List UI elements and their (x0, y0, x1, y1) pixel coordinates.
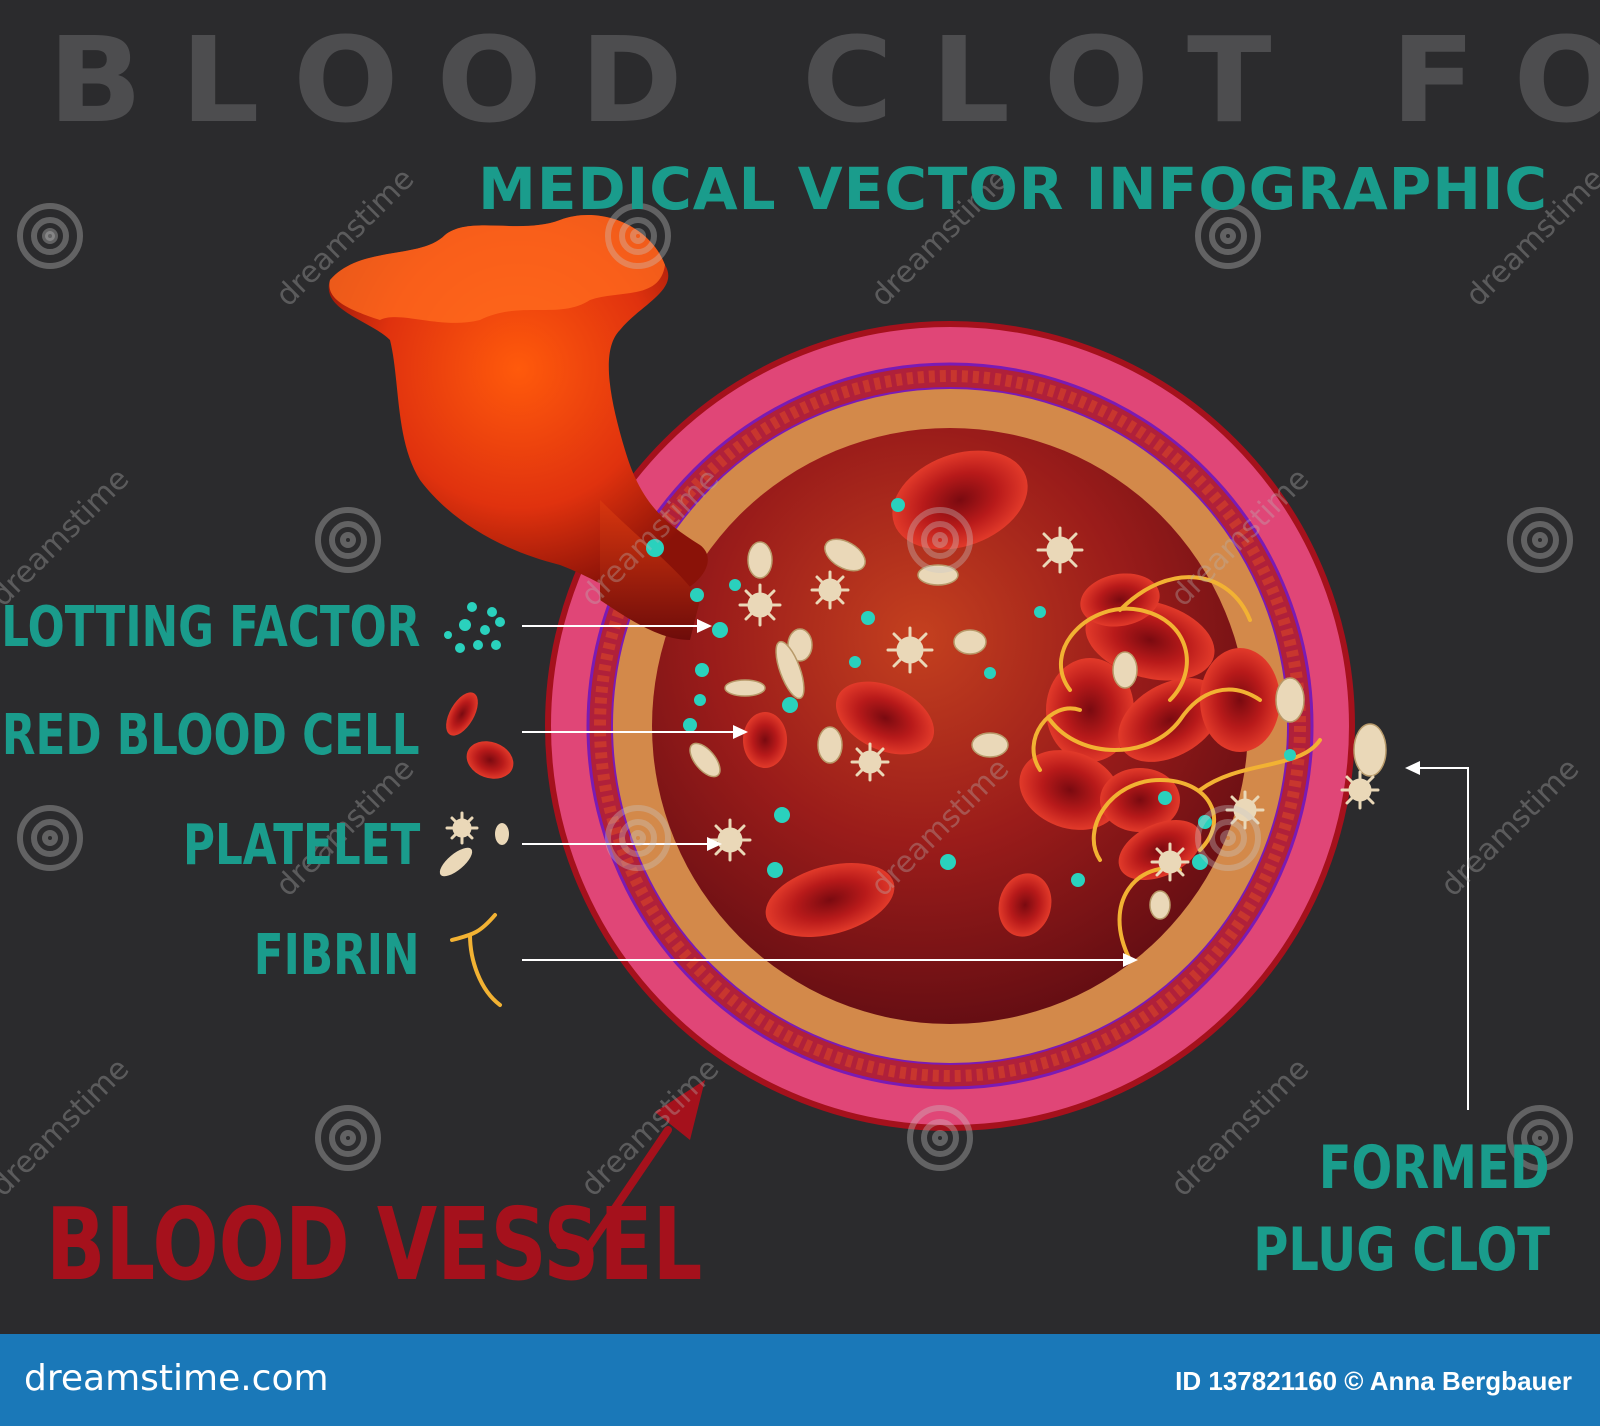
watermark-swirls (17, 203, 1573, 1171)
clotting-factors (646, 498, 1296, 887)
footer-bar: dreamstime.com ID 137821160 © Anna Bergb… (0, 1334, 1600, 1426)
red-blood-cell-label: RED BLOOD CELL (2, 703, 420, 768)
activated-platelets (708, 526, 1380, 882)
page-title: BLOOD CLOT FORMATION (48, 12, 1600, 150)
clotting-factor-legend-icon (444, 602, 505, 653)
formed-plug-clot-line1: FORMED (1319, 1133, 1550, 1203)
platelet-label: PLATELET (182, 813, 420, 878)
blood-vessel-arrow (556, 1080, 705, 1249)
footer-credit: ID 137821160 © Anna Bergbauer (1175, 1366, 1572, 1396)
fibrin-label: FIBRIN (254, 923, 420, 988)
platelet-legend-icon (439, 811, 509, 877)
platelets (689, 538, 1387, 920)
blood-vessel-illustration (17, 203, 1573, 1249)
clotting-factor-label: CLOTTING FACTOR (0, 595, 420, 660)
infographic-canvas: dreamstime dreamstime dreamstime dreamst… (0, 12, 1600, 1303)
fibrin-legend-icon (450, 913, 502, 1007)
fibrin-strands (1031, 575, 1322, 962)
pointer-arrows (522, 619, 1469, 1110)
formed-plug-clot-line2: PLUG CLOT (1253, 1215, 1550, 1285)
footer-brand[interactable]: dreamstime.com (24, 1358, 329, 1399)
subtitle: MEDICAL VECTOR INFOGRAPHIC (478, 155, 1548, 223)
red-blood-cell-legend-icon (446, 692, 514, 779)
blood-vessel-label: BLOOD VESSEL (46, 1186, 703, 1303)
